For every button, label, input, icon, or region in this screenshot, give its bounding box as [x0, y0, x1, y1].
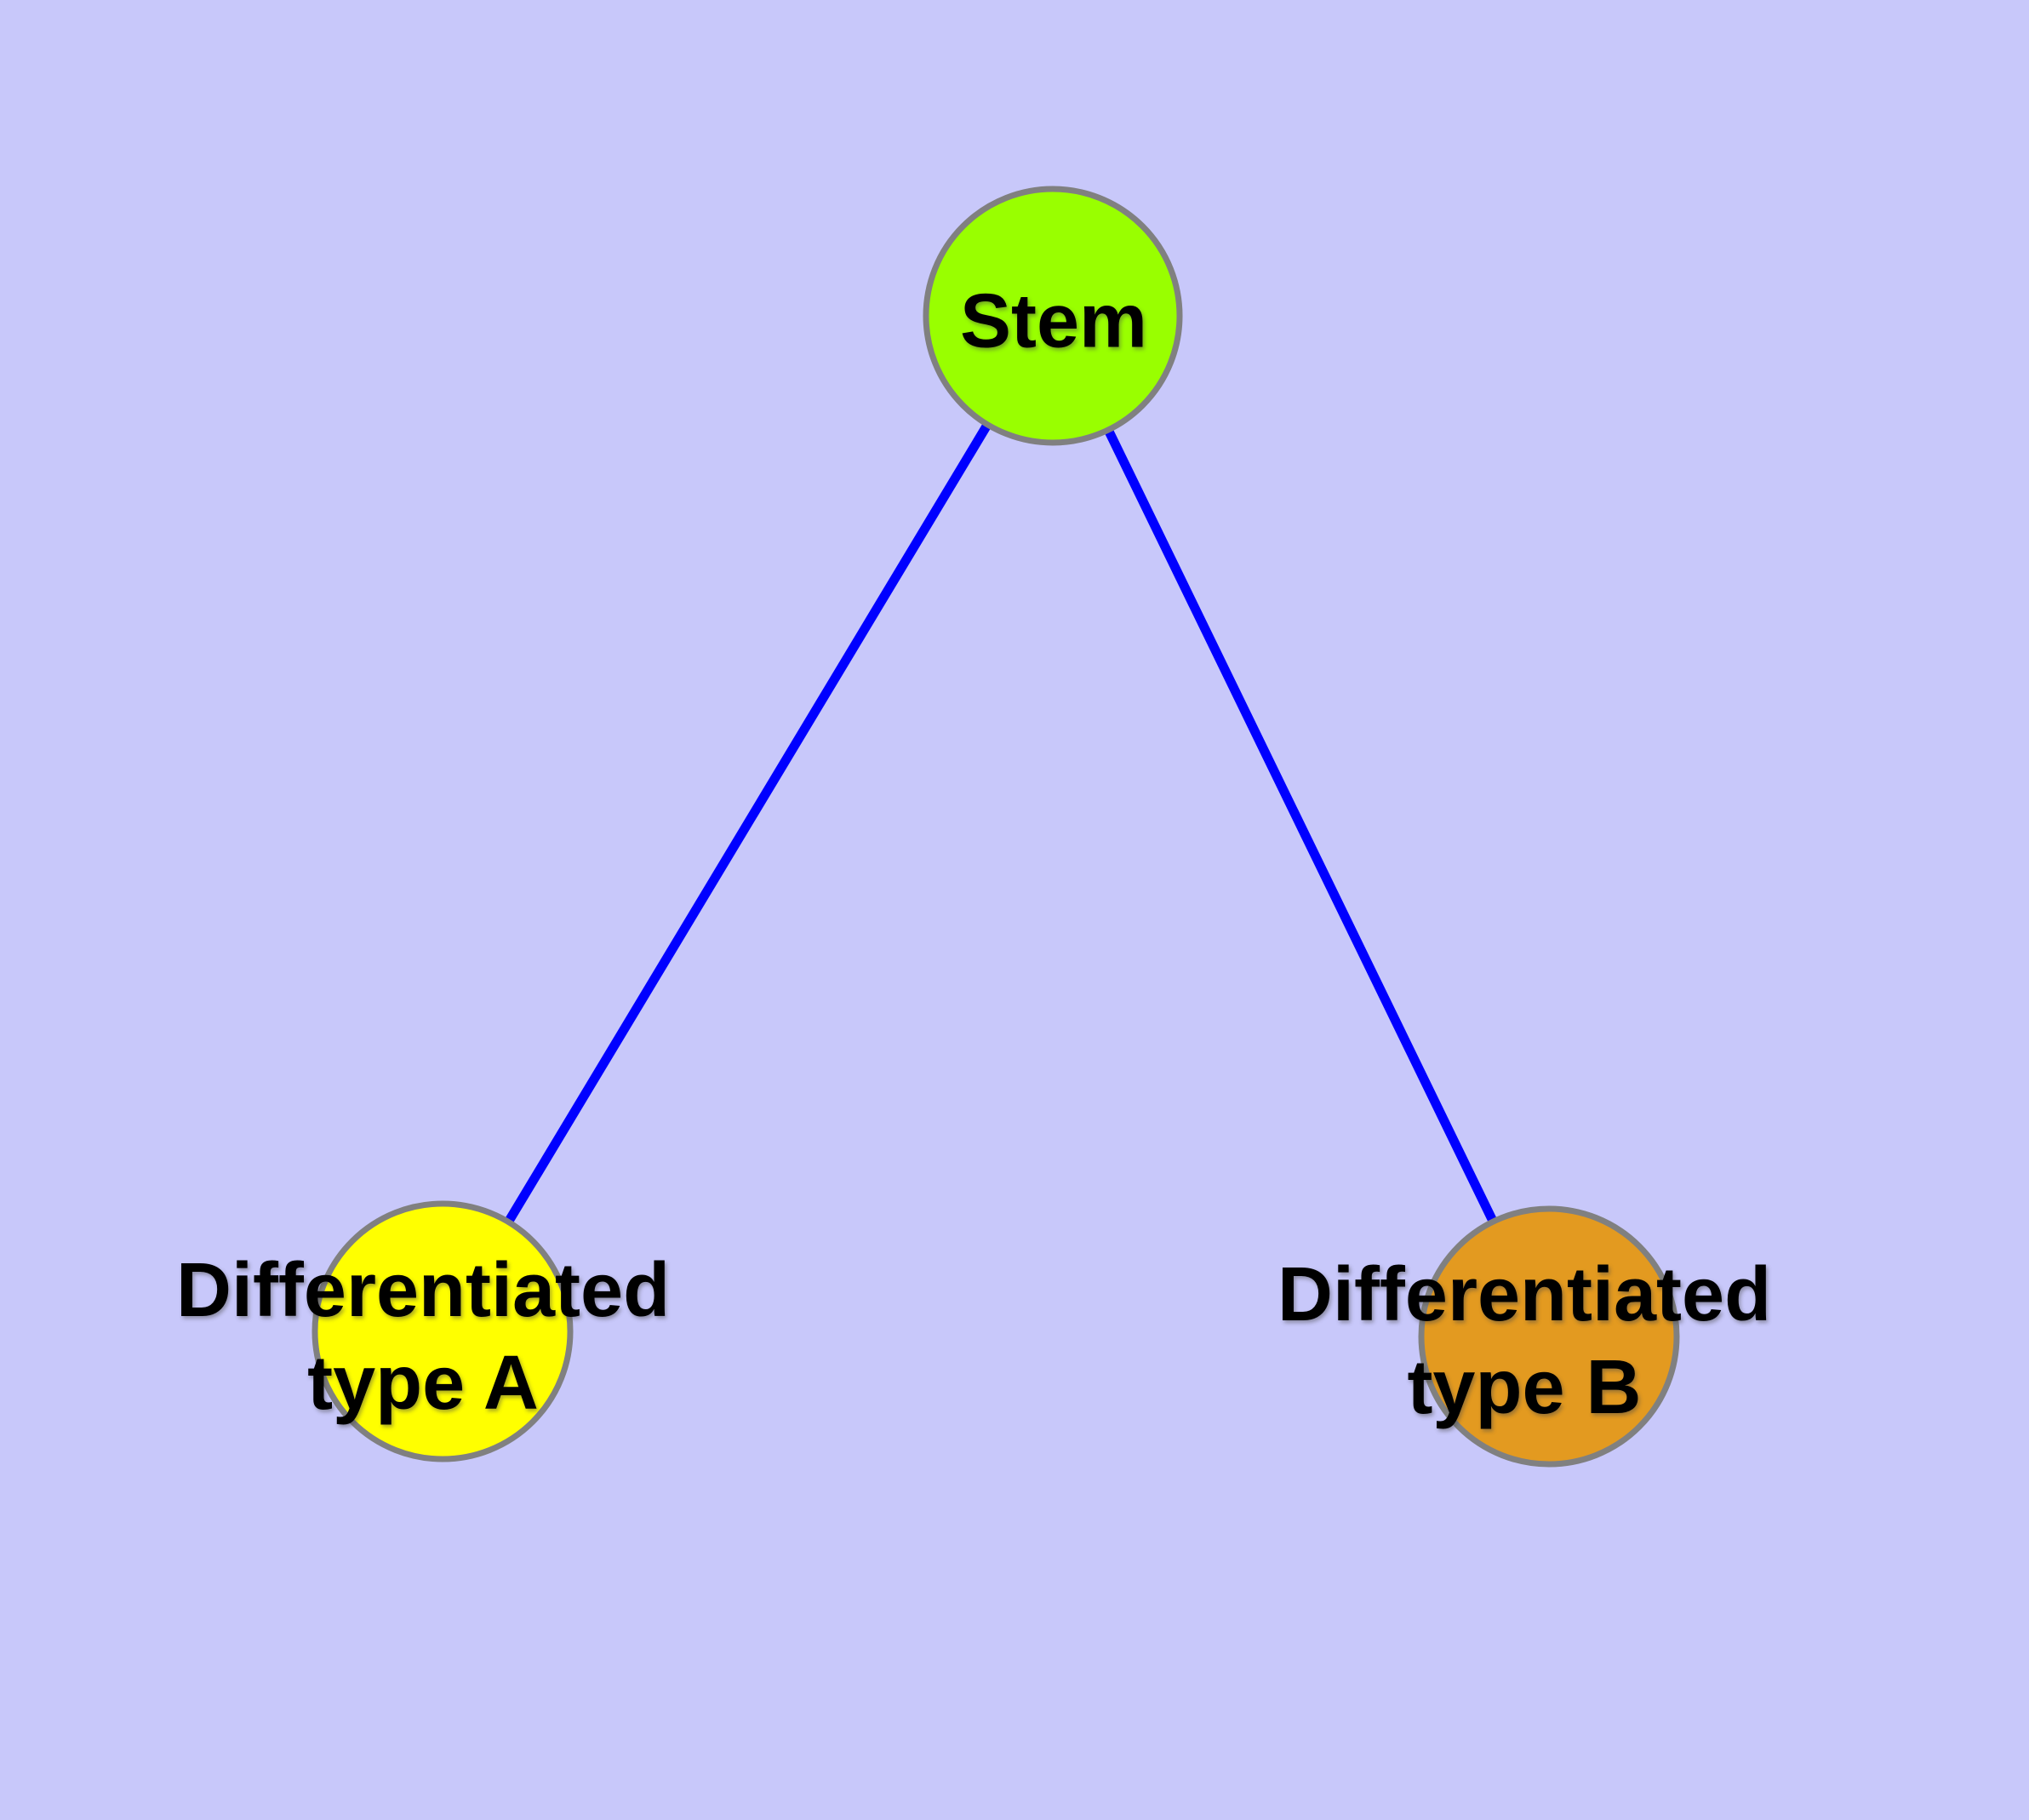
node-type-b-circle [1418, 1205, 1680, 1468]
node-type-a-label: Differentiated type A [176, 1245, 670, 1430]
node-stem-label-line: Stem [959, 278, 1148, 364]
node-type-a-label-line1: Differentiated [175, 1248, 671, 1333]
node-type-b-label-line2: type B [1407, 1345, 1642, 1430]
node-type-b-label-line1: Differentiated [1277, 1252, 1772, 1337]
node-stem-circle [923, 186, 1183, 446]
edge-stem-to-type-b [1049, 313, 1553, 1339]
node-stem-label: Stem [960, 276, 1147, 369]
node-type-a-circle [311, 1200, 574, 1462]
node-type-a-label-line2: type A [307, 1341, 539, 1426]
node-type-b-label: Differentiated type B [1277, 1249, 1771, 1434]
edge-stem-to-type-a [438, 313, 1057, 1334]
